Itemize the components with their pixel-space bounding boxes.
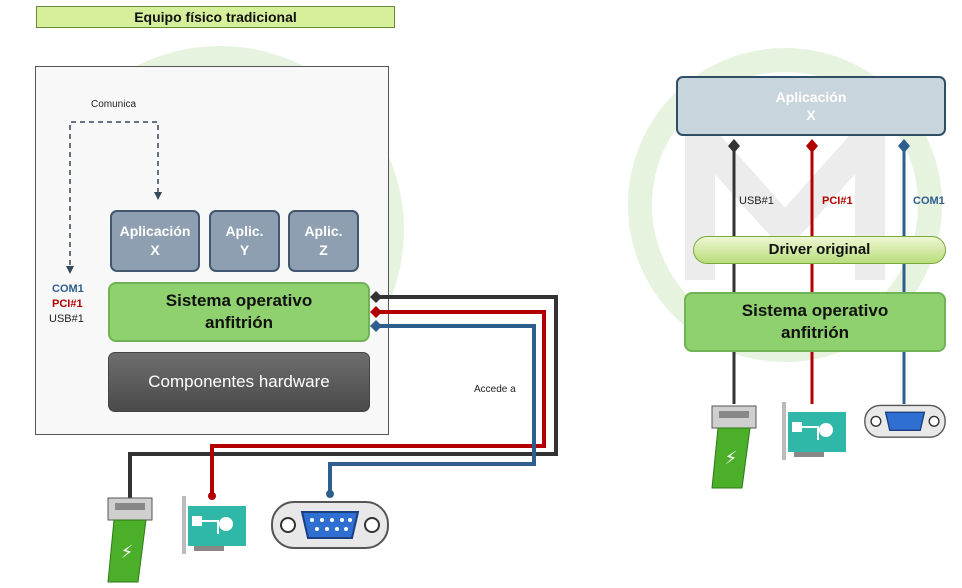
usb-stick-icon-right: ⚡ <box>711 405 757 489</box>
svg-text:⚡: ⚡ <box>725 448 738 469</box>
app-z-box: Aplic. Z <box>288 210 359 272</box>
pci-card-icon <box>182 496 246 554</box>
accede-label: Accede a <box>474 384 516 395</box>
comunica-label: Comunica <box>91 99 137 110</box>
left-pci-label: PCI#1 <box>52 298 83 310</box>
right-com-label: COM1 <box>913 195 945 207</box>
left-com-label: COM1 <box>52 283 84 295</box>
app-y-box: Aplic. Y <box>209 210 280 272</box>
right-pci-label: PCI#1 <box>822 195 853 207</box>
svg-text:⚡: ⚡ <box>121 542 134 563</box>
right-app-box: Aplicación X <box>676 76 946 136</box>
app-x-box: Aplicación X <box>110 210 200 272</box>
driver-box: Driver original <box>693 236 946 264</box>
left-os-box: Sistema operativo anfitrión <box>108 282 370 342</box>
hardware-box: Componentes hardware <box>108 352 370 412</box>
serial-port-icon-right <box>864 404 946 438</box>
pci-card-icon-right <box>782 402 846 460</box>
left-usb-label: USB#1 <box>49 313 84 325</box>
serial-port-icon <box>271 501 389 549</box>
comunica-arrows <box>66 121 162 274</box>
right-os-box: Sistema operativo anfitrión <box>684 292 946 352</box>
usb-stick-icon: ⚡ <box>107 497 153 583</box>
right-usb-label: USB#1 <box>739 195 774 207</box>
left-cables <box>128 291 558 500</box>
diagram-title: Equipo físico tradicional <box>36 6 395 28</box>
